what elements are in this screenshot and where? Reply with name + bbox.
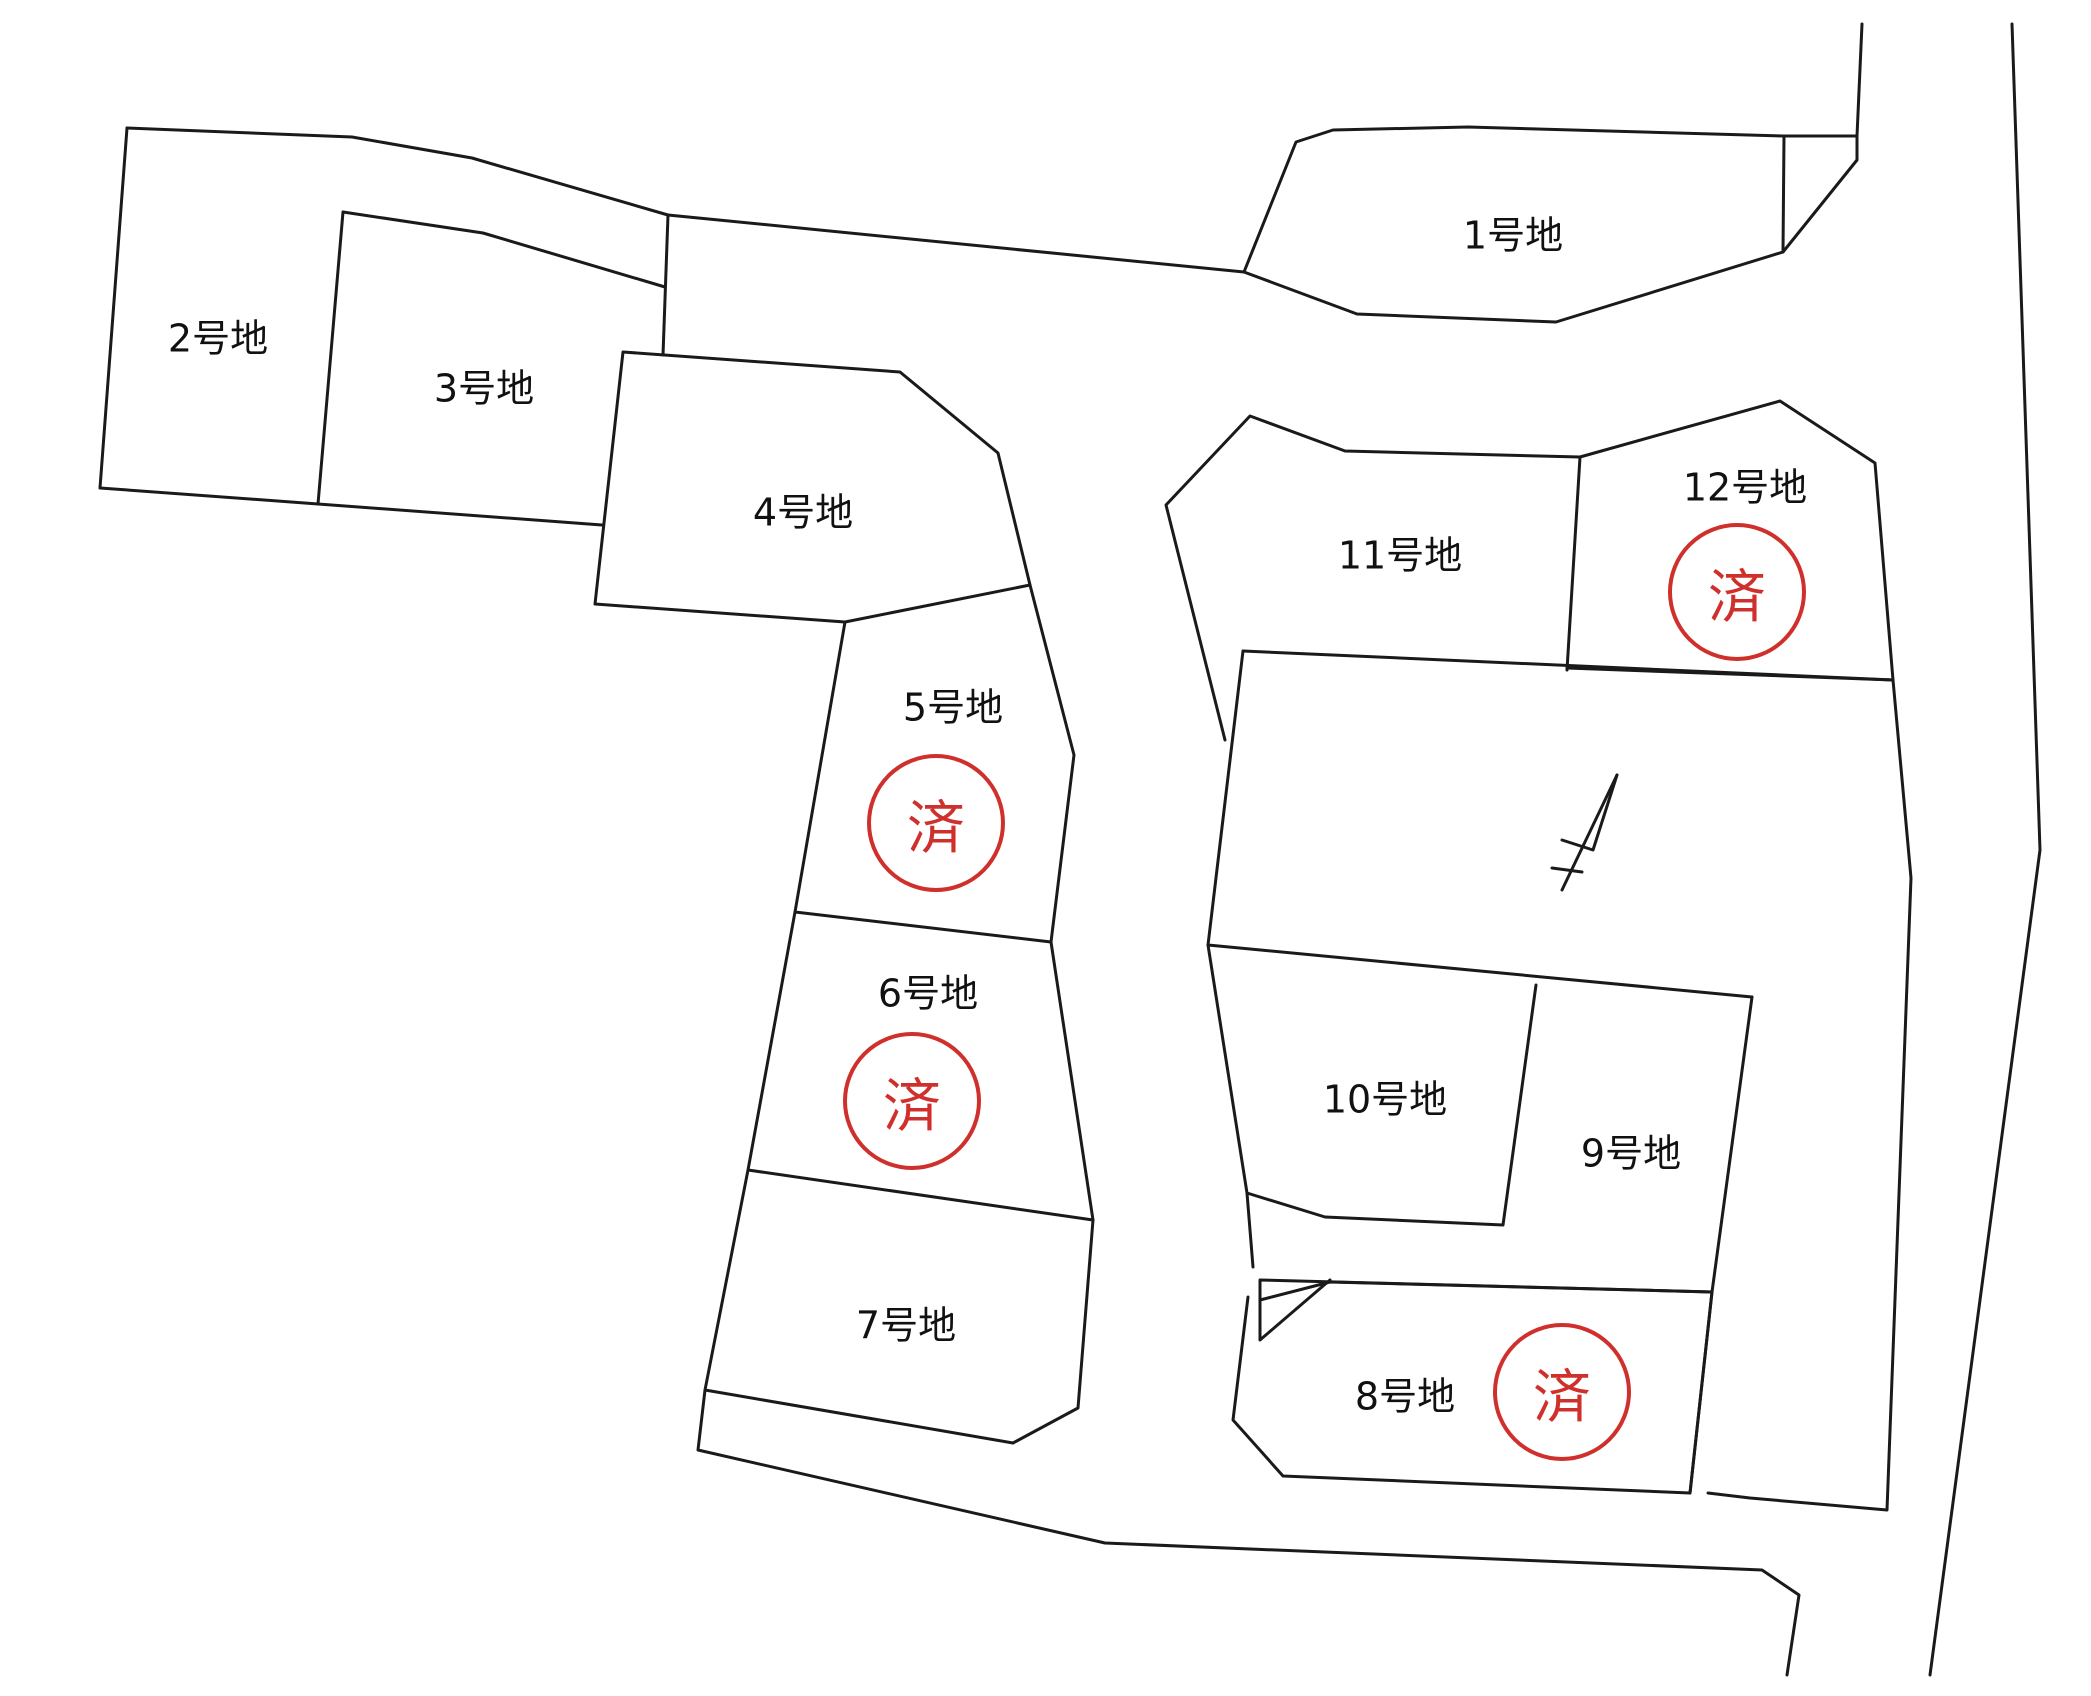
lot-11-boundary xyxy=(1164,414,1582,742)
lot-10-label: 10号地 xyxy=(1322,1077,1448,1122)
lot-8-boundary xyxy=(1245,1191,1255,1269)
lot-3-boundary xyxy=(341,210,667,289)
lot-2-boundary xyxy=(125,126,670,217)
road-edge-east xyxy=(1928,22,2042,1677)
lot-3-label: 3号地 xyxy=(433,366,535,411)
north-arrow-icon xyxy=(1550,773,1619,892)
lot-1-south xyxy=(1242,134,1859,324)
road-edge-north xyxy=(666,213,1246,274)
lot-9-boundary xyxy=(1258,995,1754,1342)
lot-4-label: 4号地 xyxy=(752,490,854,535)
lot-2-label: 2号地 xyxy=(167,316,269,361)
lot-10-boundary xyxy=(1206,943,1538,1227)
lot-6-sold-stamp: 済 xyxy=(843,1032,981,1170)
lot-8-label: 8号地 xyxy=(1354,1374,1456,1419)
lot-3-west xyxy=(316,210,604,527)
lot-7-boundary xyxy=(703,1168,1095,1445)
lot-2-west xyxy=(98,126,320,506)
lot-6-boundary xyxy=(746,910,1095,1222)
lot-5-label: 5号地 xyxy=(902,685,1004,730)
lot-5-sold-stamp: 済 xyxy=(867,754,1005,892)
lot-9-label: 9号地 xyxy=(1580,1131,1682,1176)
lot-12-label: 12号地 xyxy=(1682,465,1808,510)
lot-8-sold-stamp: 済 xyxy=(1493,1323,1631,1461)
lot-12-sold-stamp: 済 xyxy=(1668,523,1806,661)
road-edge-south xyxy=(696,1388,1801,1677)
lot-6-label: 6号地 xyxy=(877,971,979,1016)
open-parcel-west xyxy=(1206,649,1754,999)
lot-11-east xyxy=(1565,455,1582,672)
lot-11-label: 11号地 xyxy=(1337,533,1463,578)
open-parcel-boundary xyxy=(1241,649,1913,1512)
lot-1-label: 1号地 xyxy=(1462,213,1564,258)
lot-8-outline xyxy=(1231,1280,1714,1495)
plot-boundaries xyxy=(98,22,2042,1677)
lot-7-label: 7号地 xyxy=(855,1303,957,1348)
lot-1-east xyxy=(1781,134,1786,254)
lot-3-east xyxy=(661,213,670,357)
